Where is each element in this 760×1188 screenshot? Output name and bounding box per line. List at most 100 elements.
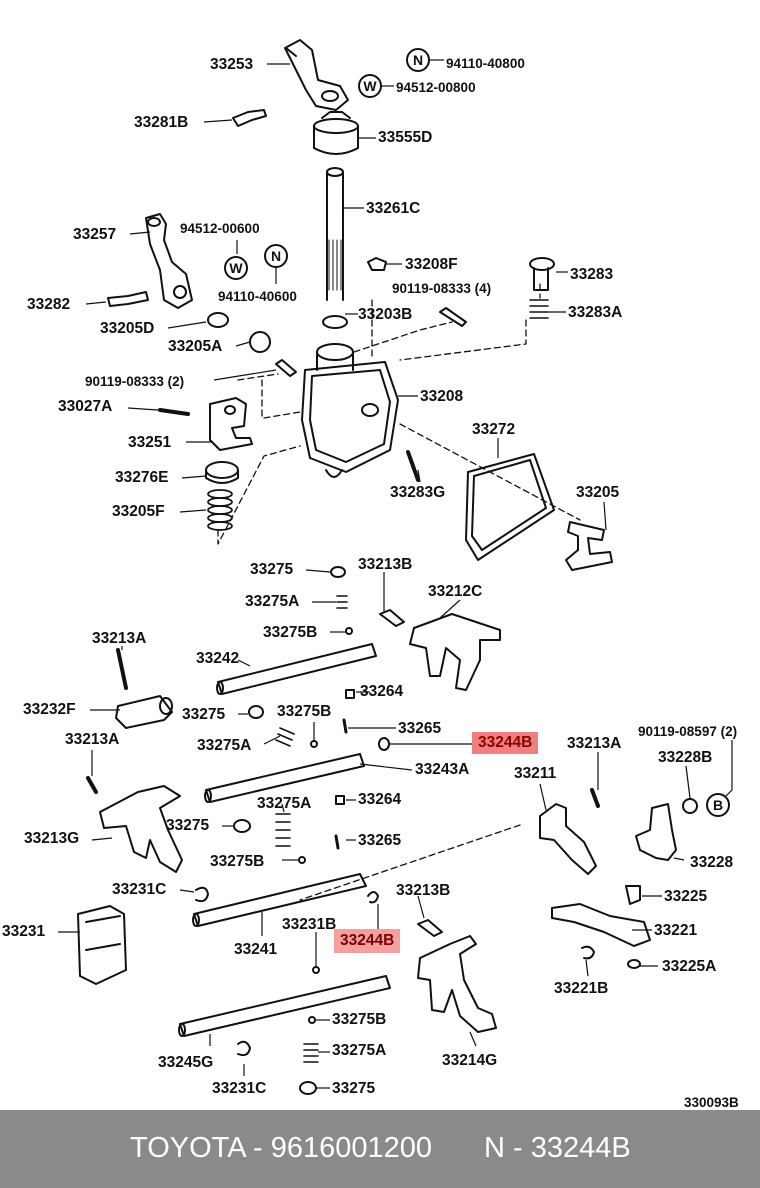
label-33221: 33221 xyxy=(654,922,698,939)
part-33221-drawing xyxy=(551,903,651,947)
label-33275A-low: 33275A xyxy=(257,795,312,812)
label-33283G: 33283G xyxy=(390,484,446,501)
part-33275B-d-drawing xyxy=(308,1016,316,1024)
label-33272: 33272 xyxy=(472,421,516,438)
label-33213A-mid: 33213A xyxy=(65,731,120,748)
part-33265-b-drawing xyxy=(334,834,340,850)
part-33231B-drawing xyxy=(312,966,320,974)
part-33257-drawing xyxy=(145,213,193,309)
part-33205-drawing xyxy=(565,521,613,571)
part-33213B-a-drawing xyxy=(379,609,405,627)
label-33275-mid: 33275 xyxy=(182,706,226,723)
label-33231C-a: 33231C xyxy=(112,881,167,898)
label-33275B-mid: 33275B xyxy=(277,703,332,720)
label-33242: 33242 xyxy=(196,650,240,667)
part-33276E-drawing xyxy=(205,461,239,484)
label-33275A-bottom: 33275A xyxy=(332,1042,387,1059)
part-33251-drawing xyxy=(209,397,253,451)
label-33275B-low: 33275B xyxy=(210,853,265,870)
part-33205D-drawing xyxy=(207,312,229,328)
part-33275A-c-drawing xyxy=(275,813,291,847)
part-33208F-drawing xyxy=(367,257,387,271)
label-33276E: 33276E xyxy=(115,469,169,486)
badge-b-right: B xyxy=(706,793,730,817)
label-94512-00600: 94512-00600 xyxy=(180,221,260,236)
label-33245G: 33245G xyxy=(158,1054,214,1071)
part-33555D-drawing xyxy=(313,111,359,155)
label-33253: 33253 xyxy=(210,56,254,73)
part-33205F-drawing xyxy=(207,489,233,531)
part-33214G-drawing xyxy=(417,935,497,1033)
badge-n-mid: N xyxy=(264,244,288,268)
bolt-90119-4-drawing xyxy=(439,307,467,327)
label-33213B-top: 33213B xyxy=(358,556,413,573)
label-33275A-top: 33275A xyxy=(245,593,300,610)
part-33221B-drawing xyxy=(581,945,595,960)
exploded-parts-drawing xyxy=(58,39,733,1095)
label-33241: 33241 xyxy=(234,941,278,958)
label-33283A: 33283A xyxy=(568,304,623,321)
label-33275-low: 33275 xyxy=(166,817,210,834)
part-33242-drawing xyxy=(216,643,377,695)
part-33228-drawing xyxy=(635,803,677,861)
label-33225: 33225 xyxy=(664,888,708,905)
part-33283G-drawing xyxy=(406,450,420,482)
label-33225A: 33225A xyxy=(662,958,717,975)
part-33203B-drawing xyxy=(322,315,348,329)
label-33213B-low: 33213B xyxy=(396,882,451,899)
footer-reference: N - 33244B xyxy=(484,1132,631,1164)
label-33264-top: 33264 xyxy=(360,683,404,700)
part-33213G-drawing xyxy=(99,785,183,873)
label-33228B: 33228B xyxy=(658,749,713,766)
part-33027A-drawing xyxy=(158,408,190,416)
label-33257: 33257 xyxy=(73,226,117,243)
label-33205D: 33205D xyxy=(100,320,155,337)
label-33203B: 33203B xyxy=(358,306,413,323)
label-33251: 33251 xyxy=(128,434,172,451)
part-33275-a-drawing xyxy=(330,566,346,578)
part-33275B-c-drawing xyxy=(298,856,306,864)
part-33275B-a-drawing xyxy=(345,627,353,635)
part-33275A-d-drawing xyxy=(303,1043,319,1063)
label-33244B-highlight-a: 33244B xyxy=(472,732,539,754)
part-33264-a-drawing xyxy=(345,689,355,699)
footer-bar: TOYOTA - 9616001200 N - 33244B xyxy=(0,1110,760,1188)
label-33214G: 33214G xyxy=(442,1052,498,1069)
label-33244B-highlight-b: 33244B xyxy=(334,929,401,953)
part-33244B-b-drawing xyxy=(367,891,379,904)
label-33281B: 33281B xyxy=(134,114,189,131)
label-33228: 33228 xyxy=(690,854,734,871)
part-33245G-drawing xyxy=(178,975,391,1037)
label-33231: 33231 xyxy=(2,923,46,940)
label-90119-08333-2: 90119-08333 (2) xyxy=(85,374,185,389)
part-33243A-drawing xyxy=(204,753,365,803)
label-33212C: 33212C xyxy=(428,583,483,600)
part-33211-drawing xyxy=(539,803,597,875)
label-33265-low: 33265 xyxy=(358,832,402,849)
part-33275-d-drawing xyxy=(299,1081,317,1095)
label-94110-40600: 94110-40600 xyxy=(218,289,297,304)
part-33231-drawing xyxy=(77,905,127,985)
label-33205: 33205 xyxy=(576,484,620,501)
label-33221B: 33221B xyxy=(554,980,609,997)
part-33225-drawing xyxy=(625,885,641,905)
label-33282: 33282 xyxy=(27,296,71,313)
label-33213A-right: 33213A xyxy=(567,735,622,752)
label-90119-08333-4: 90119-08333 (4) xyxy=(392,281,492,296)
part-33231C-b-drawing xyxy=(237,1040,251,1057)
part-33213A-c-drawing xyxy=(590,788,600,808)
badge-n-top: N xyxy=(406,48,430,72)
part-33244B-a-drawing xyxy=(378,737,390,751)
diagram-code: 330093B xyxy=(684,1095,739,1110)
label-94512-00800: 94512-00800 xyxy=(396,80,476,95)
part-33275A-a-drawing xyxy=(336,595,348,609)
label-33243A: 33243A xyxy=(415,761,470,778)
label-33265-mid: 33265 xyxy=(398,720,442,737)
part-33272-drawing xyxy=(465,453,555,561)
label-33232F: 33232F xyxy=(23,701,76,718)
part-33282-drawing xyxy=(107,291,149,307)
label-33275B-top: 33275B xyxy=(263,624,318,641)
part-33241-drawing xyxy=(192,873,367,927)
label-33231B: 33231B xyxy=(282,916,337,933)
part-33283-drawing xyxy=(529,257,555,291)
